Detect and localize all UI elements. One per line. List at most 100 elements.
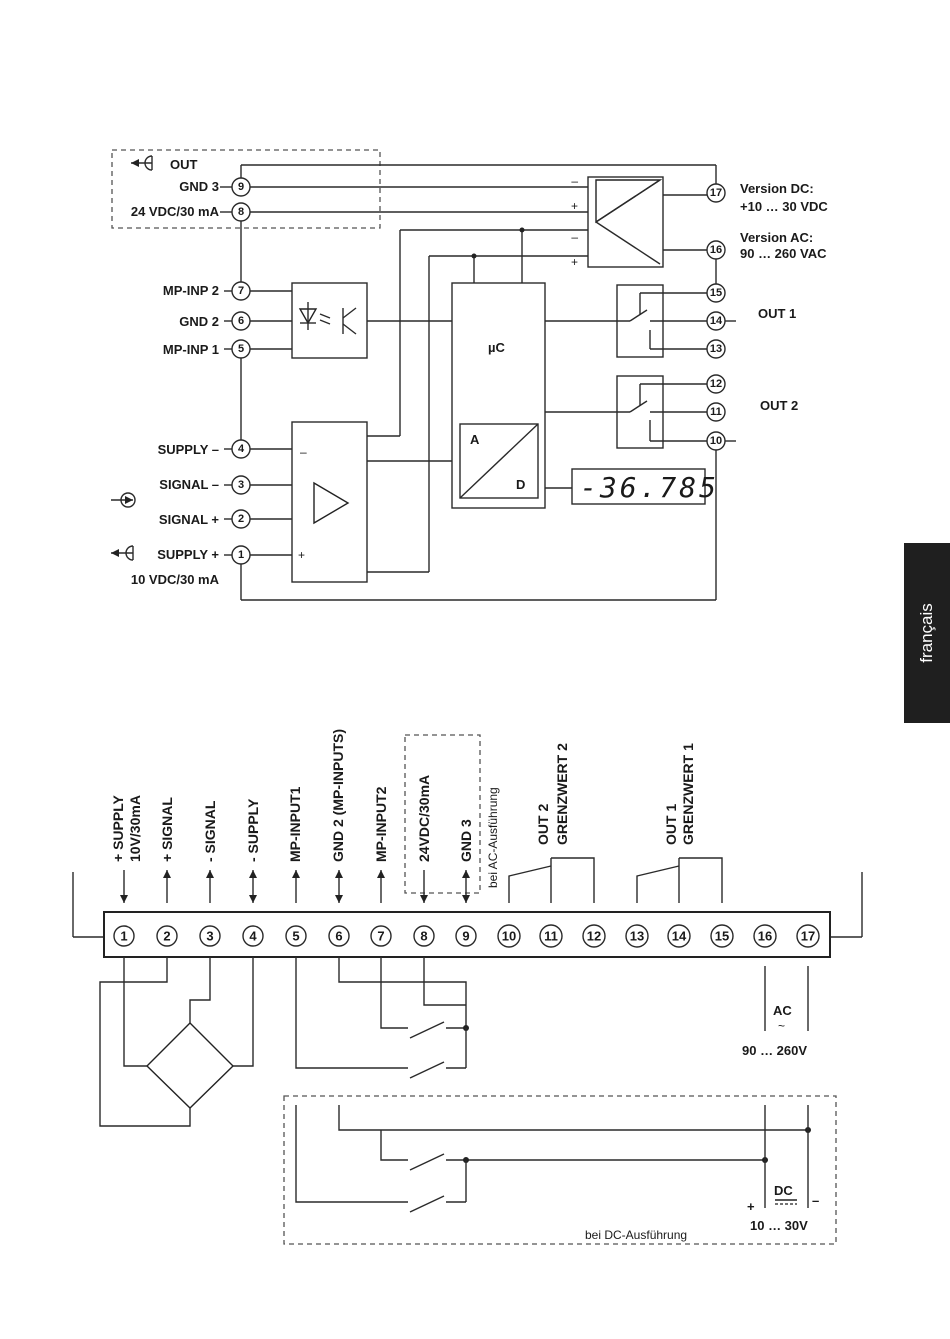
terminal-17-label: 17 [710, 187, 722, 199]
out-dashed-box [111, 149, 381, 229]
terminal-12-label: 12 [710, 378, 722, 390]
terminal-wiring-diagram: + SUPPLY 10V/30mA + SIGNAL - SIGNAL - SU… [72, 729, 863, 1245]
label-grenzwert2: GRENZWERT 2 [554, 743, 570, 845]
strip-terminal-3: 3 [206, 929, 213, 944]
amp-plus-1: + [571, 199, 578, 213]
terminal-15-label: 15 [710, 287, 722, 299]
strip-terminal-12: 12 [587, 929, 601, 944]
relay-contact-out1 [636, 857, 723, 903]
signal-plus-label: SIGNAL + [159, 512, 219, 527]
uc-label: µC [488, 340, 505, 355]
supply24-label: 24 VDC/30 mA [131, 204, 220, 219]
language-side-tab-label: français [917, 603, 936, 663]
strip-terminal-4: 4 [249, 929, 257, 944]
out1-label: OUT 1 [758, 306, 796, 321]
terminal-8-label: 8 [238, 206, 244, 218]
amp-minus-2: – [571, 230, 578, 244]
ac-mp-input-wiring [295, 957, 469, 1079]
strip-terminal-2: 2 [163, 929, 170, 944]
out-arrow-icon [131, 155, 153, 171]
relay-contact-out2 [508, 857, 595, 903]
terminal-strip-numbers: 1 2 3 4 5 6 7 8 9 10 11 12 13 14 15 16 1… [113, 924, 820, 948]
label-mp-input2: MP-INPUT2 [373, 786, 389, 862]
strip-terminal-9: 9 [462, 929, 469, 944]
label-ac-ausfuehrung: bei AC-Ausführung [486, 787, 500, 888]
output-amplifier-box [587, 176, 664, 268]
strip-terminal-11: 11 [544, 929, 558, 944]
terminal-4-label: 4 [238, 443, 245, 455]
inamp-plus: + [298, 548, 305, 562]
label-signal-minus: - SIGNAL [202, 800, 218, 862]
label-gnd3: GND 3 [458, 819, 474, 862]
input-amplifier-box [291, 421, 368, 583]
mp-inp1-label: MP-INP 1 [163, 342, 219, 357]
version-dc-title: Version DC: [740, 181, 814, 196]
label-gnd2: GND 2 (MP-INPUTS) [330, 729, 346, 862]
adc-a-label: A [470, 432, 480, 447]
optocoupler-icon [298, 302, 357, 335]
terminal-10-label: 10 [710, 435, 722, 447]
terminal-14-label: 14 [710, 315, 723, 327]
lcd-display-value: -36.785 [580, 471, 719, 504]
dc-plus: + [747, 1199, 755, 1214]
supply10-label: 10 VDC/30 mA [131, 572, 220, 587]
language-side-tab[interactable]: français [904, 543, 950, 723]
terminal-11-label: 11 [710, 406, 722, 418]
ac-version-dashed-box [404, 734, 481, 894]
label-supply-minus: - SUPPLY [245, 798, 261, 862]
terminal-2-label: 2 [238, 513, 244, 525]
dc-minus: – [812, 1193, 819, 1208]
version-ac-title: Version AC: [740, 230, 813, 245]
supply-minus-label: SUPPLY – [158, 442, 219, 457]
out-label: OUT [170, 157, 198, 172]
strip-terminal-1: 1 [120, 929, 127, 944]
lcd-display [571, 468, 706, 505]
amp-plus-2: + [571, 255, 578, 269]
terminal-13-label: 13 [710, 343, 722, 355]
version-ac-range: 90 … 260 VAC [740, 246, 827, 261]
label-out2: OUT 2 [535, 804, 551, 845]
terminal-7-label: 7 [238, 285, 244, 297]
label-signal-plus: + SIGNAL [159, 797, 175, 862]
label-grenzwert1: GRENZWERT 1 [680, 743, 696, 845]
label-supply-10v: 10V/30mA [127, 795, 143, 862]
ac-label: AC [773, 1003, 792, 1018]
terminal-5-label: 5 [238, 343, 244, 355]
gnd2-label: GND 2 [179, 314, 219, 329]
supply-plus-label: SUPPLY + [157, 547, 219, 562]
terminal-1-label: 1 [238, 549, 244, 561]
strip-terminal-6: 6 [335, 929, 342, 944]
optocoupler-box [291, 282, 368, 359]
ac-supply: AC ~ 90 … 260V [742, 966, 809, 1058]
block-diagram: OUT GND 3 24 VDC/30 mA 9 8 – + – + [111, 149, 828, 601]
dc-wiring: + – DC 10 … 30V bei DC-Ausführung [295, 1105, 819, 1242]
label-24vdc: 24VDC/30mA [416, 775, 432, 862]
inamp-minus: – [300, 445, 307, 459]
strip-terminal-7: 7 [377, 929, 384, 944]
strip-terminal-10: 10 [502, 929, 516, 944]
strip-terminal-13: 13 [630, 929, 644, 944]
gnd3-label: GND 3 [179, 179, 219, 194]
label-mp-input1: MP-INPUT1 [287, 786, 303, 862]
adc-d-label: D [516, 477, 525, 492]
terminal-6-label: 6 [238, 315, 244, 327]
ac-range: 90 … 260V [742, 1043, 807, 1058]
ac-tilde: ~ [778, 1019, 785, 1033]
mp-inp2-label: MP-INP 2 [163, 283, 219, 298]
strip-terminal-16: 16 [758, 929, 772, 944]
terminal-16-label: 16 [710, 244, 722, 256]
strip-terminal-14: 14 [672, 929, 687, 944]
dc-note: bei DC-Ausführung [585, 1228, 687, 1242]
terminal-direction-arrows [120, 870, 470, 903]
label-out1: OUT 1 [663, 804, 679, 845]
bridge-sensor [99, 957, 254, 1127]
signal-input-arrow-icon [111, 492, 136, 508]
strip-terminal-8: 8 [420, 929, 427, 944]
strip-terminal-15: 15 [715, 929, 729, 944]
terminal-9-label: 9 [238, 181, 244, 193]
terminal-3-label: 3 [238, 479, 244, 491]
version-dc-range: +10 … 30 VDC [740, 199, 828, 214]
strip-terminal-17: 17 [801, 929, 815, 944]
dc-label: DC [774, 1183, 793, 1198]
